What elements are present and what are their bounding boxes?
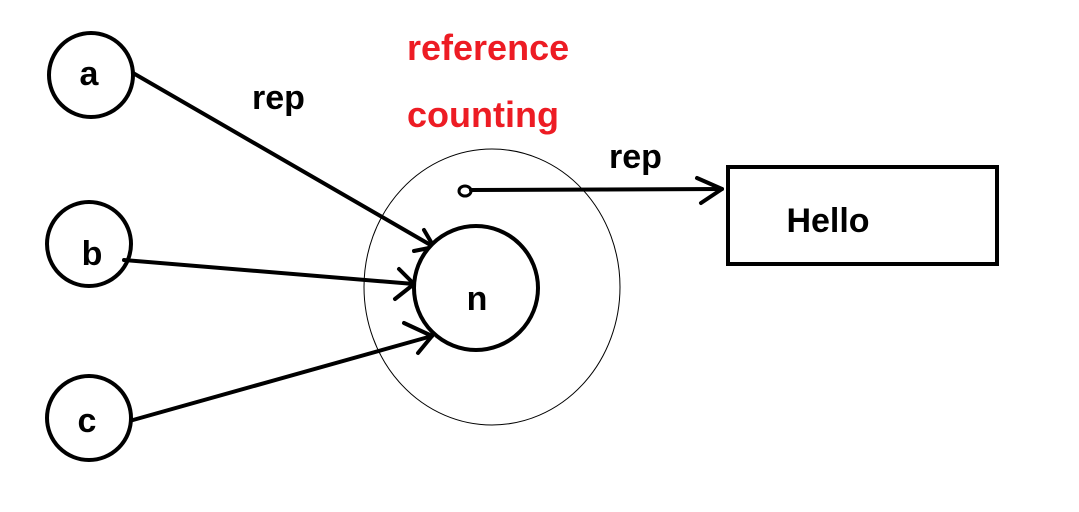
hello-box: Hello (726, 165, 999, 266)
node-a-label: a (80, 55, 100, 93)
arrow-rep-to-hello-head (695, 176, 724, 205)
node-b: b (45, 200, 133, 288)
node-c: c (45, 374, 133, 462)
node-b-circle (45, 200, 133, 288)
hello-box-label: Hello (786, 202, 869, 240)
arrow-a-to-n-line (131, 71, 436, 249)
edge-label-rep-left: rep (252, 79, 305, 117)
node-c-circle (45, 374, 133, 462)
node-n-label: n (467, 280, 488, 318)
hello-box-rect (726, 165, 999, 266)
arrow-c-to-n-head (402, 321, 434, 355)
arrow-c-to-n-line (131, 334, 434, 422)
reference-count-outer-circle (363, 148, 621, 426)
node-a: a (47, 31, 135, 119)
edge-label-rep-right: rep (609, 138, 662, 176)
title-line-1: reference (407, 27, 569, 68)
arrow-c-to-n (131, 321, 434, 422)
title-line-2: counting (407, 94, 559, 135)
node-n: n (412, 224, 540, 352)
pointer-origin-dot (457, 184, 473, 198)
arrow-b-to-n-line (122, 258, 416, 286)
arrow-rep-to-hello (457, 176, 724, 205)
node-c-label: c (78, 402, 97, 440)
node-b-label: b (82, 235, 103, 273)
arrow-b-to-n (122, 258, 416, 301)
node-n-circle (412, 224, 540, 352)
arrow-rep-to-hello-line (469, 187, 724, 192)
